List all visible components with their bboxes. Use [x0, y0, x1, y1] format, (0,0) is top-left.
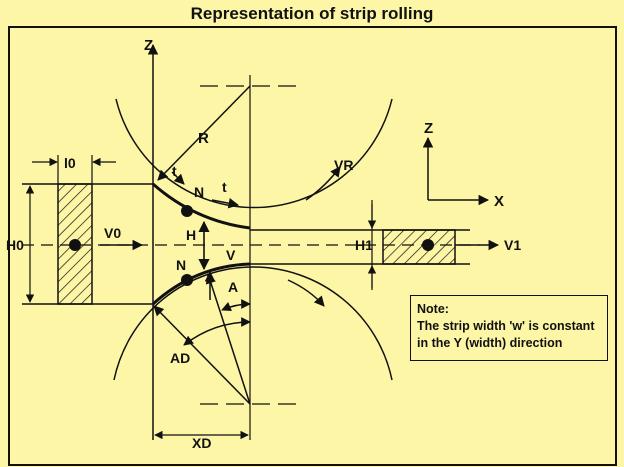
h1-label: H1 — [355, 237, 373, 253]
n-label-upper: N — [194, 184, 204, 200]
upper-roll-arc — [115, 98, 393, 209]
xd-label: XD — [192, 435, 211, 451]
lower-contact-arc — [151, 262, 251, 306]
outgoing-block-center — [422, 239, 434, 251]
diagram-title: Representation of strip rolling — [190, 4, 434, 23]
vr-rotation-arrow — [305, 166, 341, 201]
h-label: H — [186, 227, 196, 243]
l0-label: l0 — [64, 155, 76, 171]
z-axis-label: Z — [144, 37, 153, 54]
vr-label: VR — [334, 157, 353, 173]
note-line-1: The strip width 'w' is constant — [417, 319, 595, 333]
note-box: Note: The strip width 'w' is constant in… — [410, 295, 608, 361]
v-label: V — [226, 247, 236, 263]
angle-a-arc — [221, 299, 251, 312]
note-line-2: in the Y (width) direction — [417, 336, 563, 350]
h0-label: H0 — [6, 237, 24, 253]
note-heading: Note: — [417, 302, 449, 316]
coord-x-label: X — [494, 193, 504, 210]
t-label-lower: t — [222, 179, 227, 195]
a-label: A — [228, 279, 238, 295]
incoming-block-center — [69, 239, 81, 251]
radius-line — [157, 85, 251, 181]
outer-frame — [8, 26, 617, 466]
coord-z-label: Z — [424, 120, 433, 137]
upper-contact-arc — [152, 182, 251, 230]
ad-radius-line — [153, 305, 251, 405]
n-label-lower: N — [176, 257, 186, 273]
outgoing-block — [382, 229, 456, 265]
t-arrow-upper — [171, 171, 185, 185]
angle-ad-arc — [183, 317, 251, 346]
radius-label: R — [198, 130, 209, 147]
lower-neutral-point — [181, 274, 193, 286]
t-arrow-lower — [211, 198, 240, 209]
upper-neutral-point — [181, 205, 193, 217]
lower-rotation-arrow — [287, 279, 325, 307]
v1-label: V1 — [504, 237, 521, 253]
t-label-upper: t — [172, 163, 177, 179]
ad-label: AD — [170, 350, 190, 366]
v0-label: V0 — [104, 225, 121, 241]
lower-roll-arc — [113, 266, 393, 381]
